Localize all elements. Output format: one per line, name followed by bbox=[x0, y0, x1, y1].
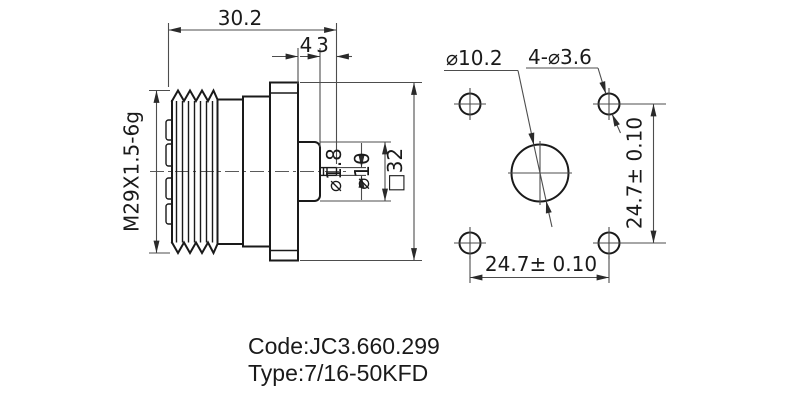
dim-total-length-label: 30.2 bbox=[218, 6, 263, 30]
dim-hole-spacing-horizontal-label: 24.7± 0.10 bbox=[485, 252, 597, 276]
flange bbox=[269, 81, 299, 262]
dim-hole-spacing-horizontal: 24.7± 0.10 bbox=[469, 252, 610, 283]
mounting-hole-bottom-right bbox=[593, 227, 625, 259]
thread-profile-bottom bbox=[170, 240, 244, 256]
dim-4-label: 4 bbox=[300, 33, 313, 57]
thread-relief-notches bbox=[165, 119, 172, 225]
dim-3-label: 3 bbox=[316, 33, 329, 57]
dim-flange-square: □32 bbox=[300, 81, 422, 262]
thread-crest-lines bbox=[175, 101, 214, 243]
mounting-hole-bottom-left bbox=[454, 227, 486, 259]
leader-mounting-holes: 4-⌀3.6 bbox=[526, 45, 622, 134]
part-type: Type:7/16-50KFD bbox=[248, 360, 428, 386]
side-view: 30.2 4 3 M29X1.5-6g ⌀1.8 bbox=[120, 6, 422, 262]
front-view: ⌀10.2 4-⌀3.6 24.7± 0.10 24.7± 0.10 bbox=[444, 45, 666, 283]
dim-total-length: 30.2 bbox=[167, 6, 338, 164]
dim-hole-spacing-vertical-label: 24.7± 0.10 bbox=[623, 117, 647, 229]
mounting-hole-top-left bbox=[454, 88, 486, 120]
part-code: Code:JC3.660.299 bbox=[248, 333, 440, 359]
title-block: Code:JC3.660.299 Type:7/16-50KFD bbox=[248, 333, 440, 386]
center-pin-ticks bbox=[322, 167, 328, 176]
dim-thread: M29X1.5-6g bbox=[120, 89, 170, 254]
flange-chamfer-lines bbox=[270, 92, 298, 252]
dim-thread-label: M29X1.5-6g bbox=[120, 111, 144, 232]
thread-profile-top bbox=[170, 88, 244, 104]
leader-center-hole: ⌀10.2 bbox=[444, 46, 553, 228]
dim-center-hole-label: ⌀10.2 bbox=[446, 46, 503, 70]
dim-mounting-holes-label: 4-⌀3.6 bbox=[528, 45, 592, 69]
center-pin bbox=[319, 166, 338, 177]
dim-barrel-diameter: ⌀10 bbox=[320, 141, 391, 202]
dim-flange-square-label: □32 bbox=[383, 148, 407, 192]
dim-barrel-diameter-label: ⌀10 bbox=[350, 152, 374, 190]
mounting-hole-top-right bbox=[593, 88, 625, 120]
dim-pin-diameter-label: ⌀1.8 bbox=[322, 148, 346, 192]
dim-flange-pin: 4 3 bbox=[272, 33, 352, 147]
dim-pin-diameter: ⌀1.8 bbox=[322, 143, 366, 200]
dim-hole-spacing-vertical: 24.7± 0.10 bbox=[621, 103, 666, 244]
